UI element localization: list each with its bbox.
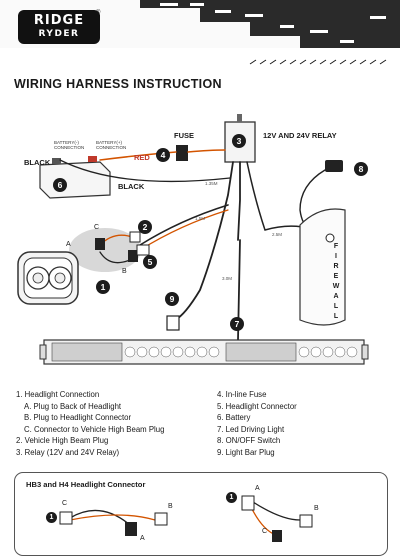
brand-line1: RIDGE [33, 13, 85, 28]
black-label-top: BLACK [24, 158, 51, 167]
box-letter-c2: C [262, 528, 268, 535]
header-band: RIDGE RYDER ® [0, 0, 400, 70]
legend-left: 1. Headlight Connection A. Plug to Back … [16, 389, 164, 459]
legend-item: 5. Headlight Connector [217, 401, 297, 411]
letter-c: C [94, 224, 100, 231]
black-label-bottom: BLACK [118, 182, 145, 191]
connector-box-title: HB3 and H4 Headlight Connector [26, 480, 146, 489]
legend-item: 9. Light Bar Plug [217, 447, 275, 457]
legend-item: B. Plug to Headlight Connector [24, 413, 132, 423]
callout-2: 2 [138, 220, 152, 234]
battery-neg-label: BATTERY(-) CONNECTION [54, 140, 85, 150]
legend-item: 4. In-line Fuse [217, 390, 267, 399]
legend-right: 4. In-line Fuse 5. Headlight Connector 6… [217, 389, 297, 459]
callout-6: 6 [53, 178, 67, 192]
fuse-label: FUSE [174, 131, 195, 140]
connector-box [14, 472, 388, 556]
callout-4: 4 [156, 148, 170, 162]
page-title: WIRING HARNESS INSTRUCTION [14, 77, 222, 91]
led-light-bar [39, 339, 369, 365]
legend-item: 7. Led Driving Light [217, 424, 285, 434]
legend-item: C. Connector to Vehicle High Beam Plug [24, 424, 165, 434]
box-letter-b: B [168, 503, 173, 510]
relay-label: 12V AND 24V RELAY [263, 131, 337, 140]
letter-a: A [66, 241, 71, 248]
switch [325, 160, 343, 172]
battery [39, 156, 111, 199]
measure-1: 1.35M [205, 181, 218, 186]
brand-line2: RYDER [38, 29, 80, 39]
fuse [176, 145, 188, 161]
callout-5: 5 [143, 255, 157, 269]
callout-1: 1 [96, 280, 110, 294]
legend-item: 8. ON/OFF Switch [217, 436, 281, 446]
measure-4: 3.0M [222, 276, 233, 281]
connector-callout-left: 1 [46, 512, 57, 523]
callout-9: 9 [165, 292, 179, 306]
callout-7: 7 [230, 317, 244, 331]
legend-item: 3. Relay (12V and 24V Relay) [16, 447, 120, 457]
legend-item: 1. Headlight Connection [16, 390, 100, 399]
box-letter-c: C [62, 500, 68, 507]
red-label: RED [134, 153, 150, 162]
connector-callout-right: 1 [226, 492, 237, 503]
legend-item: A. Plug to Back of Headlight [24, 401, 122, 411]
measure-2: 1.5M [195, 216, 206, 221]
headlight-unit [17, 251, 79, 305]
measure-3: 2.5M [272, 232, 283, 237]
box-letter-b2: B [314, 505, 319, 512]
callout-8: 8 [354, 162, 368, 176]
trademark: ® [96, 10, 101, 16]
box-letter-a2: A [255, 485, 260, 492]
box-letter-a: A [140, 535, 145, 542]
letter-b: B [122, 268, 127, 275]
callout-3: 3 [232, 134, 246, 148]
legend-item: 2. Vehicle High Beam Plug [16, 436, 109, 446]
battery-pos-label: BATTERY(+) CONNECTION [96, 140, 127, 150]
brand-logo: RIDGE RYDER [18, 10, 100, 44]
legend-item: 6. Battery [217, 413, 251, 423]
